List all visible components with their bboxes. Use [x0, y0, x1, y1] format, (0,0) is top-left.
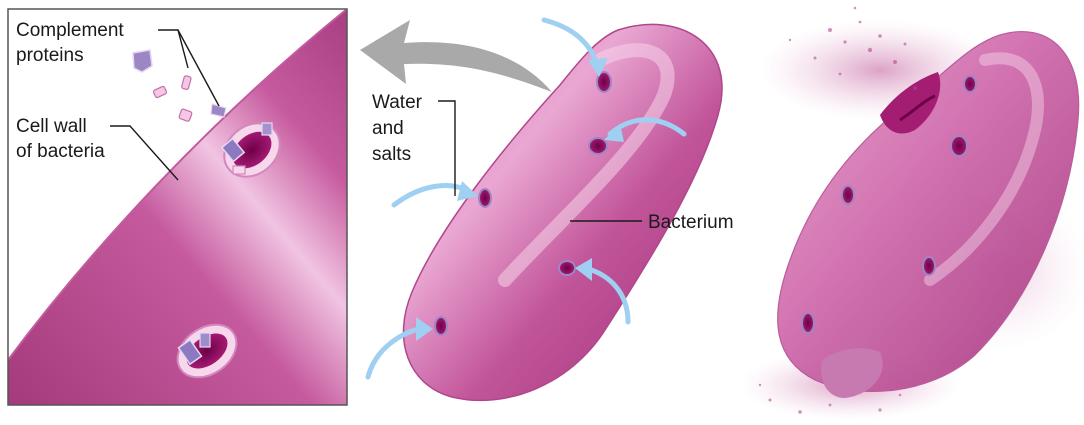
- bacterium-label: Bacterium: [648, 212, 734, 233]
- membrane-pore: [479, 189, 491, 207]
- membrane-pore: [589, 138, 607, 154]
- water-salts-label-line3: salts: [372, 144, 411, 165]
- cell-wall-surface: [8, 9, 347, 405]
- membrane-pore: [923, 257, 935, 275]
- complement-protein: [153, 86, 167, 98]
- complement-proteins-label-line2: proteins: [16, 45, 84, 66]
- membrane-pore: [435, 317, 447, 335]
- cell-wall-label-line2: of bacteria: [16, 141, 105, 162]
- bacterium-lysed: [740, 7, 1084, 420]
- water-salts-label-line2: and: [372, 118, 404, 139]
- water-salts-leader: [438, 101, 455, 196]
- membrane-pore: [951, 136, 967, 156]
- membrane-pore: [802, 313, 814, 333]
- cell-wall-leader: [110, 126, 178, 180]
- membrane-pore: [964, 76, 976, 92]
- complement-protein: [133, 50, 152, 72]
- complement-proteins-label-line1: Complement: [16, 20, 124, 41]
- zoom-panel: Complement proteins Cell wall of bacteri…: [8, 9, 347, 405]
- complement-protein: [181, 75, 191, 89]
- membrane-pore: [842, 186, 854, 204]
- complement-protein: [179, 109, 193, 122]
- cell-wall-label-line1: Cell wall: [16, 116, 87, 137]
- curved-arrow-left-icon: [360, 20, 552, 92]
- water-salts-label-line1: Water: [372, 92, 423, 113]
- complement-proteins-leader: [158, 30, 219, 106]
- membrane-pore: [559, 261, 575, 275]
